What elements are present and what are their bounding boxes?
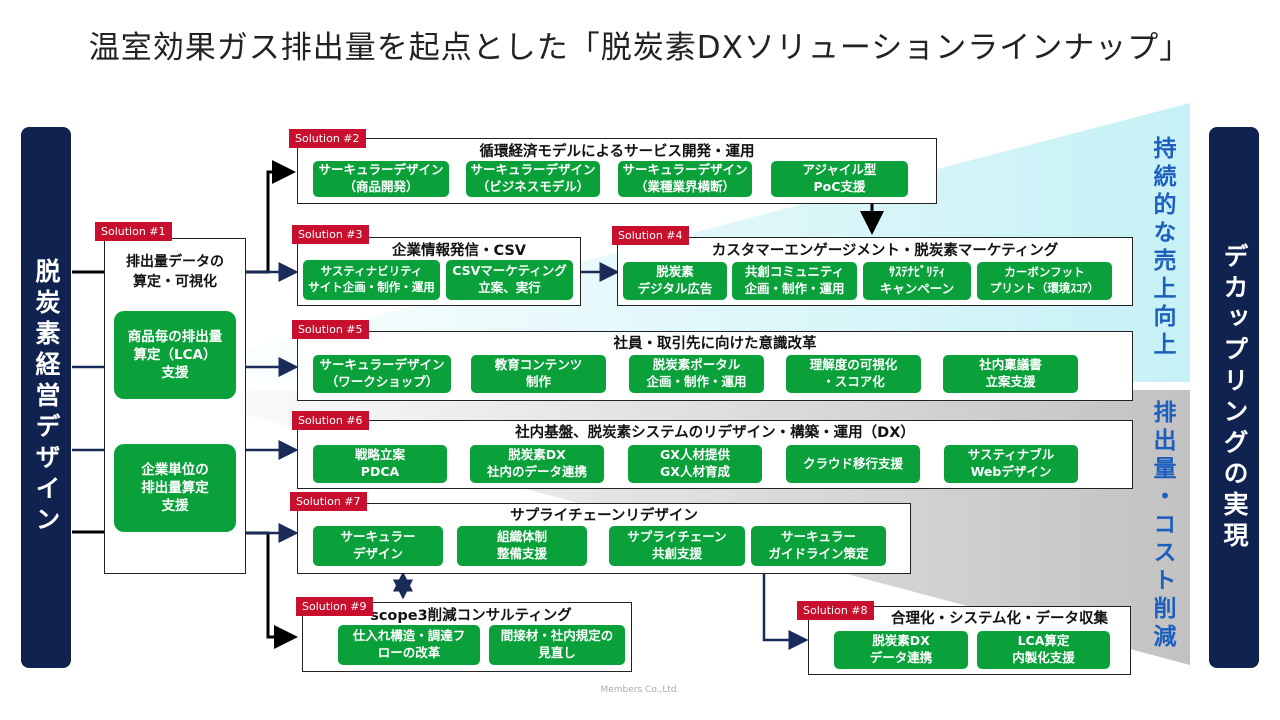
solution-5-item[interactable]: 教育コンテンツ 制作: [471, 355, 606, 393]
side-label-lower: 排出量・コスト削減: [1149, 400, 1175, 652]
solution-9-item[interactable]: 間接材・社内規定の 見直し: [489, 625, 625, 665]
solution-3-title: 企業情報発信・CSV: [391, 243, 527, 259]
solution-2-tag: Solution #2: [289, 129, 366, 148]
solution-5-item[interactable]: 社内稟議書 立案支援: [943, 355, 1078, 393]
page-title: 温室効果ガス排出量を起点とした「脱炭素DXソリューションラインナップ」: [88, 30, 1192, 66]
solution-2-box: 循環経済モデルによるサービス開発・運用 サーキュラーデザイン （商品開発） サー…: [297, 138, 937, 204]
footer-credit: Members Co.,Ltd.: [600, 685, 680, 695]
solution-5-item[interactable]: 脱炭素ポータル 企画・制作・運用: [629, 355, 764, 393]
solution-6-title: 社内基盤、脱炭素システムのリデザイン・構築・運用（DX）: [515, 425, 915, 441]
solution-5-title: 社員・取引先に向けた意識改革: [613, 336, 817, 352]
solution-6-item[interactable]: サスティナブル Webデザイン: [944, 445, 1078, 483]
solution-7-tag: Solution #7: [290, 492, 367, 511]
solution-3-box: 企業情報発信・CSV サスティナビリティ サイト企画・制作・運用 CSVマーケテ…: [297, 237, 581, 306]
solution-3-tag: Solution #3: [292, 225, 369, 244]
solution-2-item[interactable]: サーキュラーデザイン （商品開発）: [313, 161, 449, 197]
solution-6-item[interactable]: 戦略立案 PDCA: [313, 445, 447, 483]
solution-4-item[interactable]: ｻｽﾃﾅﾋﾞﾘﾃｨ キャンペーン: [863, 262, 971, 300]
solution-8-item[interactable]: LCA算定 内製化支援: [977, 631, 1110, 669]
solution-5-item[interactable]: サーキュラーデザイン （ワークショップ）: [313, 355, 451, 393]
solution-5-tag: Solution #5: [292, 320, 369, 339]
solution-4-item[interactable]: 脱炭素 デジタル広告: [623, 262, 727, 300]
solution-6-item[interactable]: 脱炭素DX 社内のデータ連携: [470, 445, 604, 483]
solution-3-item[interactable]: サスティナビリティ サイト企画・制作・運用: [303, 260, 440, 300]
solution-1-item[interactable]: 企業単位の 排出量算定 支援: [114, 444, 236, 532]
solution-8-tag: Solution #8: [797, 601, 874, 620]
solution-7-item[interactable]: 組織体制 整備支援: [457, 526, 587, 566]
solution-2-item[interactable]: アジャイル型 PoC支援: [771, 161, 908, 197]
solution-8-item[interactable]: 脱炭素DX データ連携: [834, 631, 968, 669]
solution-4-item[interactable]: カーボンフット プリント（環境ｽｺｱ）: [977, 262, 1112, 300]
solution-1-item[interactable]: 商品毎の排出量 算定（LCA） 支援: [114, 311, 236, 399]
solution-2-item[interactable]: サーキュラーデザイン （ビジネスモデル）: [466, 161, 600, 197]
left-bar-label: 脱炭素経営デザイン: [32, 258, 61, 537]
solution-6-box: 社内基盤、脱炭素システムのリデザイン・構築・運用（DX） 戦略立案 PDCA 脱…: [297, 420, 1133, 489]
solution-2-item[interactable]: サーキュラーデザイン （業種業界横断）: [618, 161, 752, 197]
solution-1-tag: Solution #1: [95, 222, 172, 241]
solution-3-item[interactable]: CSVマーケティング 立案、実行: [446, 260, 573, 300]
solution-1-title: 排出量データの 算定・可視化: [126, 254, 224, 290]
right-bar-label: デカップリングの実現: [1220, 242, 1249, 553]
solution-6-item[interactable]: GX人材提供 GX人材育成: [628, 445, 762, 483]
solution-4-box: カスタマーエンゲージメント・脱炭素マーケティング 脱炭素 デジタル広告 共創コミ…: [617, 237, 1133, 306]
solution-8-title: 合理化・システム化・データ収集: [890, 611, 1109, 627]
solution-9-title: scope3削減コンサルティング: [370, 608, 572, 624]
solution-7-item[interactable]: サーキュラー ガイドライン策定: [751, 526, 886, 566]
solution-7-title: サプライチェーンリデザイン: [510, 508, 698, 524]
solution-5-box: 社員・取引先に向けた意識改革 サーキュラーデザイン （ワークショップ） 教育コン…: [297, 331, 1133, 401]
solution-7-item[interactable]: サーキュラー デザイン: [313, 526, 443, 566]
solution-2-title: 循環経済モデルによるサービス開発・運用: [479, 144, 755, 160]
right-bar: デカップリングの実現: [1209, 127, 1259, 668]
solution-7-box: サプライチェーンリデザイン サーキュラー デザイン 組織体制 整備支援 サプライ…: [297, 503, 911, 574]
solution-9-item[interactable]: 仕入れ構造・調達フ ローの改革: [338, 625, 480, 665]
solution-6-tag: Solution #6: [292, 411, 369, 430]
solution-1-box: 排出量データの 算定・可視化 商品毎の排出量 算定（LCA） 支援 企業単位の …: [104, 238, 246, 574]
solution-6-item[interactable]: クラウド移行支援: [786, 445, 920, 483]
solution-9-tag: Solution #9: [296, 597, 373, 616]
side-label-upper: 持続的な売上向上: [1149, 136, 1175, 360]
solution-7-item[interactable]: サプライチェーン 共創支援: [609, 526, 745, 566]
solution-4-tag: Solution #4: [612, 226, 689, 245]
left-bar: 脱炭素経営デザイン: [21, 127, 71, 668]
solution-5-item[interactable]: 理解度の可視化 ・スコア化: [786, 355, 921, 393]
solution-4-title: カスタマーエンゲージメント・脱炭素マーケティング: [711, 243, 1059, 259]
solution-4-item[interactable]: 共創コミュニティ 企画・制作・運用: [732, 262, 857, 300]
